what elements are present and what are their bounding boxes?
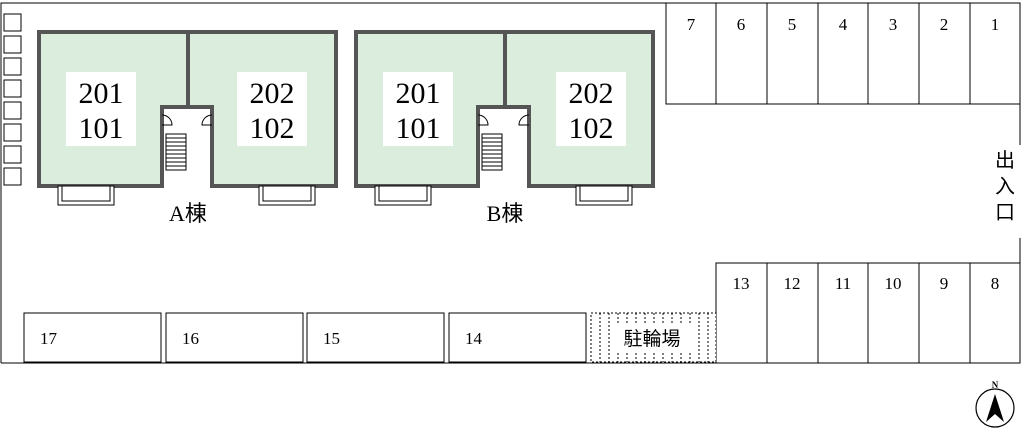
parking-top-row: [665, 2, 1021, 105]
building-a-label: A棟: [169, 201, 207, 226]
compass-north-label: N: [992, 380, 999, 390]
bicycle-parking: 駐輪場: [590, 312, 717, 363]
building-a-doors: [161, 114, 213, 126]
building-b-stairs: [481, 133, 503, 171]
parking-space-2: 2: [940, 15, 949, 34]
building-a-stairs: [165, 133, 187, 171]
entrance-label: 出 入 口: [995, 149, 1015, 224]
building-a-right-lower: 102: [250, 112, 295, 145]
building-b-right-lower: 102: [569, 112, 614, 145]
bicycle-parking-label: 駐輪場: [623, 328, 680, 350]
parking-space-16: 16: [182, 329, 199, 348]
parking-space-17: 17: [40, 329, 58, 348]
parking-space-9: 9: [940, 274, 949, 293]
building-a-balconies: [57, 185, 316, 206]
parking-space-8: 8: [991, 274, 1000, 293]
north-compass-icon: N: [975, 380, 1015, 428]
building-a-left-upper: 201: [79, 77, 124, 110]
building-a-left-lower: 101: [79, 112, 124, 145]
building-b-doors: [477, 114, 530, 126]
entrance-char-2: 入: [995, 176, 1015, 198]
parking-space-6: 6: [737, 15, 746, 34]
building-a-right-upper: 202: [250, 77, 295, 110]
building-b-left-upper: 201: [396, 77, 441, 110]
entrance-char-1: 出: [995, 149, 1015, 172]
parking-space-3: 3: [889, 15, 898, 34]
parking-space-15: 15: [323, 329, 340, 348]
parking-right-row: [715, 262, 1021, 364]
parking-space-1: 1: [991, 15, 1000, 34]
parking-space-4: 4: [839, 15, 848, 34]
parking-space-13: 13: [733, 274, 750, 293]
parking-space-7: 7: [687, 15, 696, 34]
building-b-right-upper: 202: [569, 77, 614, 110]
parking-bottom-row: [23, 312, 587, 363]
left-edge-boxes: [3, 13, 22, 186]
parking-space-10: 10: [885, 274, 902, 293]
entrance-char-3: 口: [995, 202, 1015, 224]
parking-space-14: 14: [465, 329, 483, 348]
building-b-label: B棟: [487, 201, 524, 226]
parking-space-12: 12: [784, 274, 801, 293]
building-b-left-lower: 101: [396, 112, 441, 145]
building-a: 201 101 202 102 A棟: [37, 30, 338, 226]
parking-space-11: 11: [835, 274, 851, 293]
parking-space-5: 5: [788, 15, 797, 34]
building-b-balconies: [374, 185, 633, 206]
building-b: 201 101 202 102 B棟: [354, 30, 655, 226]
